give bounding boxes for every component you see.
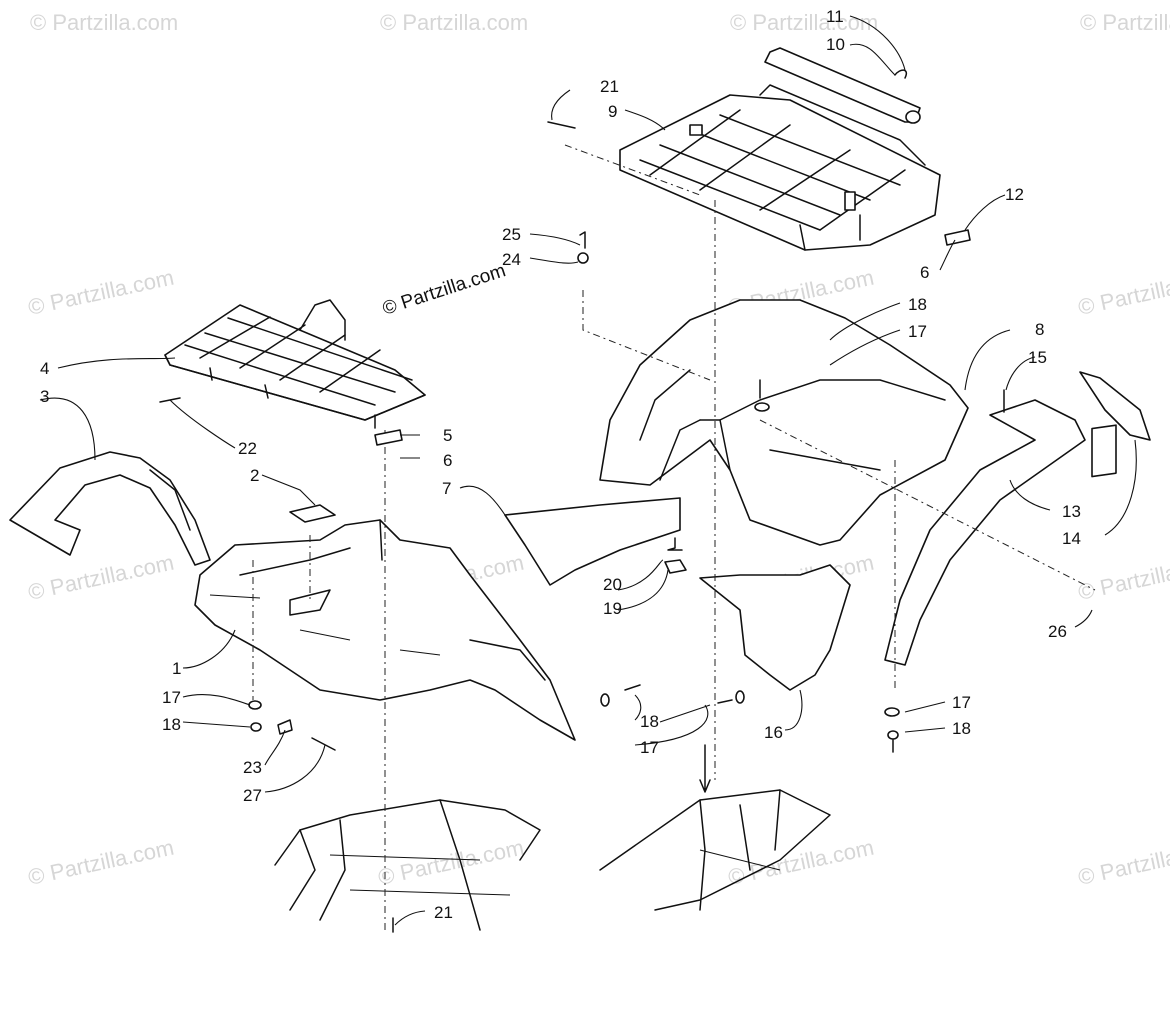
callout-label: 26 <box>1048 622 1067 641</box>
callout-label: 11 <box>826 7 844 26</box>
front-rack <box>164 299 426 429</box>
callout-label: 12 <box>1005 185 1024 204</box>
callout-label: 3 <box>40 387 49 406</box>
callout-label: 18 <box>952 719 971 738</box>
watermark: © Partzilla.com <box>26 265 176 320</box>
rear-mudflap <box>1079 371 1151 441</box>
callout-label: 18 <box>162 715 181 734</box>
callout-label: 9 <box>608 102 617 121</box>
arrow <box>699 744 711 793</box>
callout-label: 5 <box>443 426 452 445</box>
front-fender-flare <box>9 451 211 566</box>
watermark: © Partzilla.com <box>730 10 878 35</box>
callout-label: 17 <box>640 738 659 757</box>
callout-label: 6 <box>920 263 929 282</box>
callout-label: 6 <box>443 451 452 470</box>
callout-label: 17 <box>952 693 971 712</box>
callouts: 11 10 21 9 12 25 24 6 18 17 8 15 4 3 5 2… <box>40 7 1081 922</box>
grab-bar-tube <box>764 47 921 124</box>
callout-label: 7 <box>442 479 451 498</box>
callout-label: 27 <box>243 786 262 805</box>
watermark: © Partzilla.com <box>26 835 176 890</box>
callout-label: 14 <box>1062 529 1081 548</box>
callout-label: 4 <box>40 359 49 378</box>
watermark: © Partzilla.com <box>30 10 178 35</box>
watermark: © Partzilla.com <box>1076 265 1170 320</box>
hardware <box>159 121 1005 933</box>
seat-pad <box>289 504 336 523</box>
callout-label: 25 <box>502 225 521 244</box>
callout-label: 21 <box>600 77 619 96</box>
callout-label: 24 <box>502 250 521 269</box>
callout-label: 8 <box>1035 320 1044 339</box>
side-fender-panel <box>699 564 851 691</box>
watermarks: © Partzilla.com © Partzilla.com © Partzi… <box>26 10 1170 890</box>
watermark: © Partzilla.com <box>380 10 528 35</box>
callout-label: 20 <box>603 575 622 594</box>
callout-label: 23 <box>243 758 262 777</box>
rear-fender-flare <box>884 399 1086 666</box>
front-frame <box>274 799 541 931</box>
centerlines <box>252 144 1096 930</box>
center-watermark: © Partzilla.com <box>380 260 508 320</box>
callout-label: 2 <box>250 466 259 485</box>
reflector <box>1091 424 1117 478</box>
callout-label: 18 <box>640 712 659 731</box>
grab-bar-clip <box>894 69 907 79</box>
callout-label: 16 <box>764 723 783 742</box>
watermark: © Partzilla.com <box>1076 835 1170 890</box>
watermark: © Partzilla.com <box>1080 10 1170 35</box>
leader-lines <box>39 15 1137 926</box>
callout-label: 21 <box>434 903 453 922</box>
watermark: © Partzilla.com <box>376 835 526 890</box>
callout-label: 18 <box>908 295 927 314</box>
callout-label: 19 <box>603 599 622 618</box>
rear-rack <box>619 84 941 251</box>
callout-label: 15 <box>1028 348 1047 367</box>
callout-label: 1 <box>172 659 181 678</box>
watermark: © Partzilla.com <box>1076 550 1170 605</box>
callout-label: 17 <box>908 322 927 341</box>
callout-label: 17 <box>162 688 181 707</box>
side-panel <box>504 497 681 586</box>
rear-frame <box>599 789 831 911</box>
watermark: © Partzilla.com <box>26 550 176 605</box>
callout-label: 13 <box>1062 502 1081 521</box>
callout-label: 10 <box>826 35 845 54</box>
rear-fender <box>599 299 969 546</box>
callout-label: 22 <box>238 439 257 458</box>
